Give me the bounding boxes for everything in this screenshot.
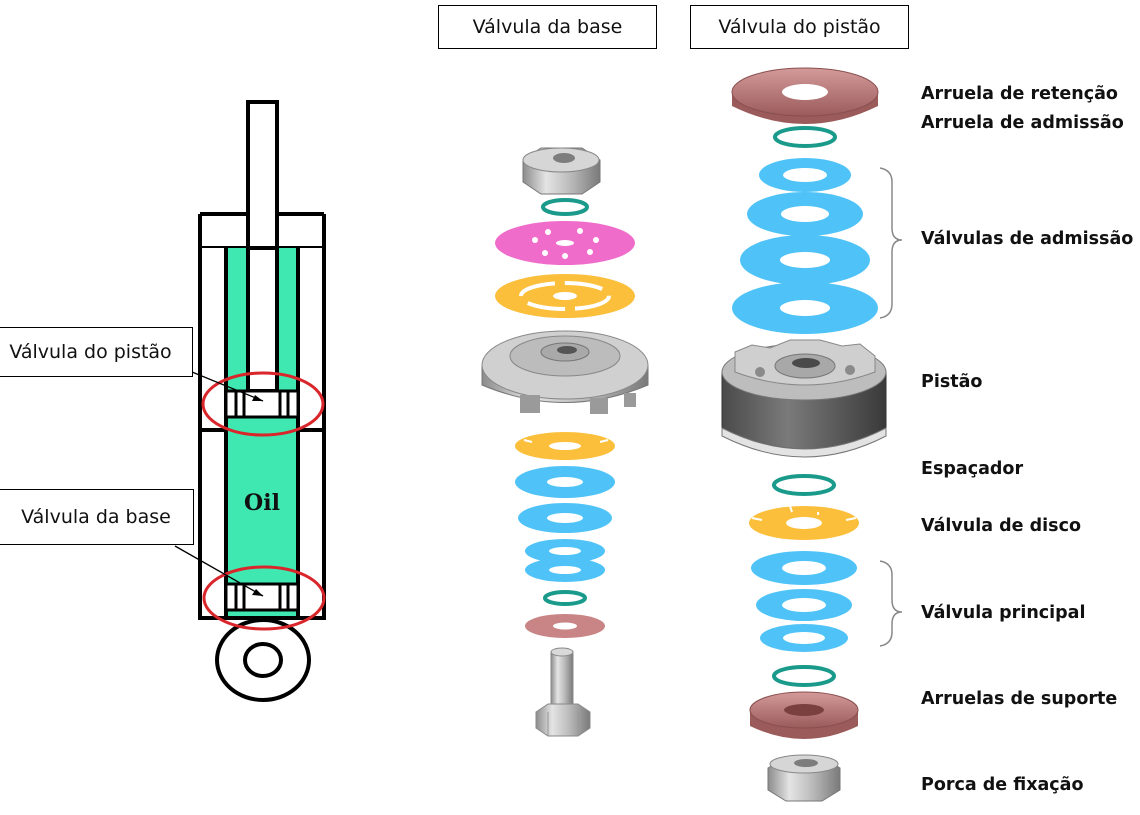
main-valve-bracket bbox=[879, 560, 903, 647]
piston-label: Pistão bbox=[921, 372, 983, 392]
base-valve-body bbox=[481, 330, 649, 414]
base-blue-disc-4 bbox=[525, 558, 605, 582]
piston-valve-highlight bbox=[201, 371, 325, 437]
support-washer bbox=[749, 691, 859, 739]
intake-washer-ring bbox=[773, 126, 837, 148]
mount-eye-inner bbox=[243, 642, 283, 678]
fixing-nut-label: Porca de fixação bbox=[921, 775, 1084, 795]
piston-body bbox=[721, 339, 887, 458]
main-valve-label: Válvula principal bbox=[921, 603, 1086, 623]
spacer-ring bbox=[772, 474, 836, 496]
main-valve-disc-3 bbox=[760, 624, 848, 652]
retention-washer bbox=[731, 67, 879, 124]
base-teal-ring-1 bbox=[541, 198, 589, 216]
piston-callout-arrow bbox=[191, 371, 264, 402]
base-blue-disc-1 bbox=[515, 466, 615, 498]
disc-valve-label: Válvula de disco bbox=[921, 516, 1081, 536]
base-pink-disc bbox=[495, 221, 635, 265]
spacer-label: Espaçador bbox=[921, 459, 1024, 479]
piston-fixing-nut bbox=[767, 754, 841, 802]
base-teal-ring-2 bbox=[543, 590, 587, 606]
retention-washer-label: Arruela de retenção bbox=[921, 84, 1118, 104]
intake-washer-label: Arruela de admissão bbox=[921, 113, 1124, 133]
intake-valve-disc-1 bbox=[759, 158, 851, 192]
base-yellow-disc-2 bbox=[515, 432, 615, 460]
oil-label: Oil bbox=[244, 490, 280, 516]
piston-valve-callout: Válvula do pistão bbox=[0, 327, 193, 377]
base-brown-washer bbox=[525, 614, 605, 638]
shock-absorber bbox=[174, 100, 326, 702]
intake-valve-disc-3 bbox=[740, 235, 870, 285]
base-yellow-disc bbox=[495, 274, 635, 318]
base-bolt bbox=[535, 647, 591, 737]
support-washers-label: Arruelas de suporte bbox=[921, 689, 1118, 709]
piston-valve-block bbox=[224, 389, 300, 419]
base-valve-highlight bbox=[202, 565, 326, 631]
piston-valve-header: Válvula do pistão bbox=[690, 5, 909, 49]
base-blue-disc-2 bbox=[518, 503, 612, 533]
base-valve-block bbox=[224, 582, 300, 612]
base-blue-disc-3 bbox=[525, 539, 605, 563]
support-teal-ring bbox=[772, 665, 836, 687]
disc-valve bbox=[749, 505, 859, 541]
base-callout-arrow bbox=[174, 545, 264, 597]
intake-valve-disc-2 bbox=[747, 192, 863, 236]
base-hex-nut bbox=[522, 147, 601, 195]
main-valve-disc-2 bbox=[756, 589, 852, 621]
main-valve-disc-1 bbox=[751, 551, 857, 585]
intake-valve-disc-4 bbox=[732, 282, 878, 334]
piston-valve-exploded bbox=[721, 67, 903, 802]
base-valve-callout: Válvula da base bbox=[0, 489, 194, 545]
base-valve-exploded bbox=[481, 147, 649, 737]
base-valve-header: Válvula da base bbox=[438, 5, 657, 49]
intake-valves-label: Válvulas de admissão bbox=[921, 229, 1134, 249]
intake-valves-bracket bbox=[879, 167, 903, 319]
